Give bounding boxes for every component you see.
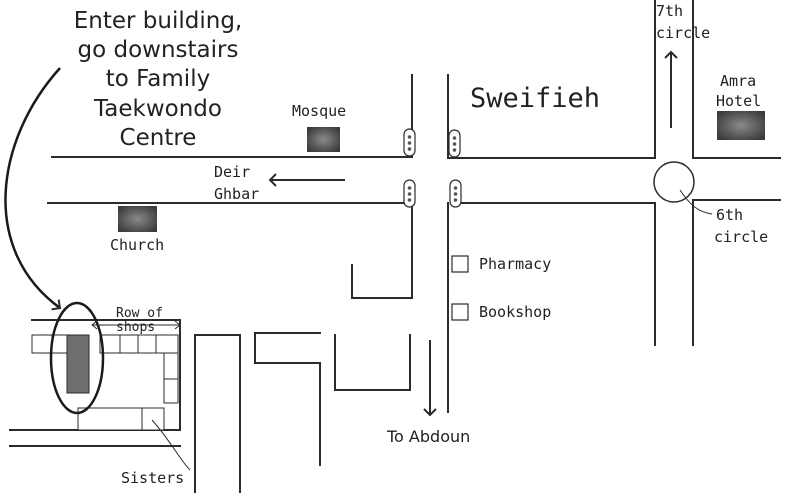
row-of-shops [31, 334, 179, 431]
church-label: Church [110, 236, 164, 254]
deir-ghbar-label-2: Ghbar [214, 185, 259, 203]
seventh-circle-label-2: circle [656, 24, 710, 42]
directions-arrow-icon [4, 67, 62, 311]
directions-line-3: to Family [106, 66, 210, 92]
directions-line-5: Centre [120, 125, 197, 151]
directions-line-1: Enter building, [74, 8, 242, 34]
seventh-circle-label-1: 7th [656, 2, 683, 20]
mosque-label: Mosque [292, 102, 346, 120]
sixth-circle-roundabout [653, 161, 695, 203]
sixth-circle-label-1: 6th [716, 206, 743, 224]
row-of-shops-label-2: shops [116, 320, 155, 335]
traffic-light-icon [403, 128, 462, 208]
deir-ghbar-label-1: Deir [214, 163, 250, 181]
row-of-shops-label-1: Row of [116, 306, 163, 321]
church-building [118, 206, 157, 232]
area-label: Sweifieh [470, 83, 600, 114]
sisters-label: Sisters [121, 469, 184, 487]
bookshop-checkbox-icon [451, 303, 469, 321]
pharmacy-checkbox-icon [451, 255, 469, 273]
pharmacy-label: Pharmacy [479, 255, 551, 273]
directions-line-2: go downstairs [78, 37, 239, 63]
sisters-leader [151, 419, 191, 471]
amra-hotel-label-2: Hotel [716, 92, 761, 110]
mosque-building [307, 127, 340, 152]
bookshop-label: Bookshop [479, 303, 551, 321]
roads [9, 0, 781, 493]
amra-hotel-label-1: Amra [720, 72, 756, 90]
to-abdoun-label: To Abdoun [386, 427, 470, 446]
destination-highlight [49, 301, 105, 415]
sixth-circle-label-2: circle [714, 228, 768, 246]
taekwondo-building [66, 334, 90, 394]
directions-line-4: Taekwondo [93, 96, 222, 122]
amra-hotel-building [717, 111, 765, 140]
sixth-circle-leader [679, 189, 713, 215]
